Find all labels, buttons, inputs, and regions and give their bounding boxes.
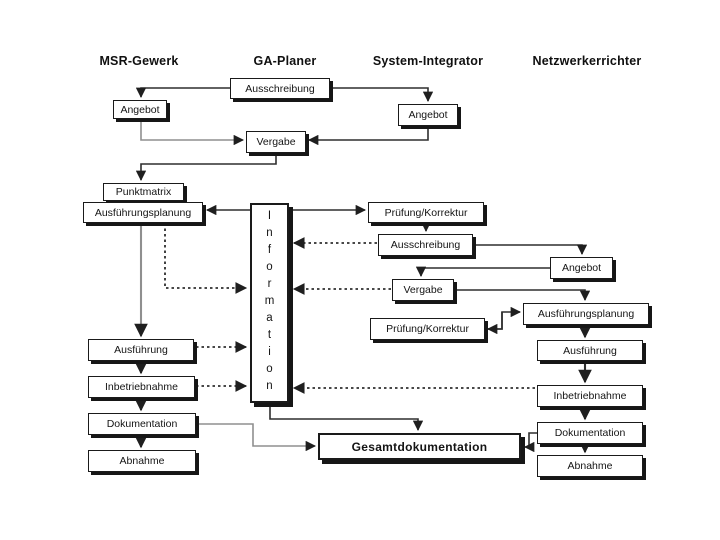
node-dokumentation-msr: Dokumentation <box>88 413 196 435</box>
node-angebot-si: Angebot <box>398 104 458 126</box>
connector-angebot-netz-to-vergabe-si <box>415 266 550 278</box>
connector-dokumentation-netz-to-gesamtdokumentation <box>523 432 537 453</box>
node-angebot-netz: Angebot <box>550 257 613 279</box>
node-inbetriebnahme-netz: Inbetriebnahme <box>537 385 643 407</box>
node-ausfuehrung-msr: Ausführung <box>88 339 194 361</box>
node-vergabe-ga: Vergabe <box>246 131 306 153</box>
node-vergabe-si: Vergabe <box>392 279 454 301</box>
column-header-netzwerkerrichter: Netzwerkerrichter <box>532 54 642 68</box>
node-ausschreibung-si: Ausschreibung <box>378 234 473 256</box>
node-ausfuehrungsplanung-msr: Ausführungsplanung <box>83 202 203 223</box>
connector-information-to-gesamtdokumentation <box>269 403 424 432</box>
column-header-ga-planer: GA-Planer <box>253 54 317 68</box>
node-punktmatrix: Punktmatrix <box>103 183 184 201</box>
node-ausschreibung-ga: Ausschreibung <box>230 78 330 99</box>
connector-ausschreibung-si-to-angebot-netz <box>473 244 588 256</box>
node-gesamtdokumentation: Gesamtdokumentation <box>318 433 521 460</box>
node-inbetriebnahme-msr: Inbetriebnahme <box>88 376 195 398</box>
connector-vergabe-si-to-ausfuehrungsplanung-netz <box>454 289 591 302</box>
column-header-msr-gewerk: MSR-Gewerk <box>99 54 179 68</box>
node-angebot-msr: Angebot <box>113 100 167 119</box>
node-ausfuehrungsplanung-netz: Ausführungsplanung <box>523 303 649 325</box>
connector-ausfuehrungsplanung-netz-to-pruefung-korrektur-2 <box>486 312 503 335</box>
connector-vergabe-to-punktmatrix <box>135 153 277 182</box>
node-information: Information <box>250 203 289 403</box>
column-header-system-integrator: System-Integrator <box>372 54 484 68</box>
connector-pruefung-korrektur-2-to-ausfuehrungsplanung-netz <box>487 306 522 330</box>
connector-dashed-ausfuehrungsplanung-msr-to-information <box>164 223 248 294</box>
connector-ausschreibung-to-angebot-si <box>330 87 434 103</box>
node-pruefung-korrektur-2: Prüfung/Korrektur <box>370 318 485 340</box>
node-ausfuehrung-netz: Ausführung <box>537 340 643 361</box>
node-dokumentation-netz: Dokumentation <box>537 422 643 444</box>
connector-dokumentation-msr-to-gesamtdokumentation <box>196 423 317 452</box>
node-abnahme-netz: Abnahme <box>537 455 643 477</box>
connector-angebot-msr-to-vergabe <box>140 119 245 146</box>
node-pruefung-korrektur-1: Prüfung/Korrektur <box>368 202 484 223</box>
connector-ausschreibung-to-angebot-msr <box>135 87 230 99</box>
connector-angebot-si-to-vergabe <box>307 126 429 146</box>
node-abnahme-msr: Abnahme <box>88 450 196 472</box>
